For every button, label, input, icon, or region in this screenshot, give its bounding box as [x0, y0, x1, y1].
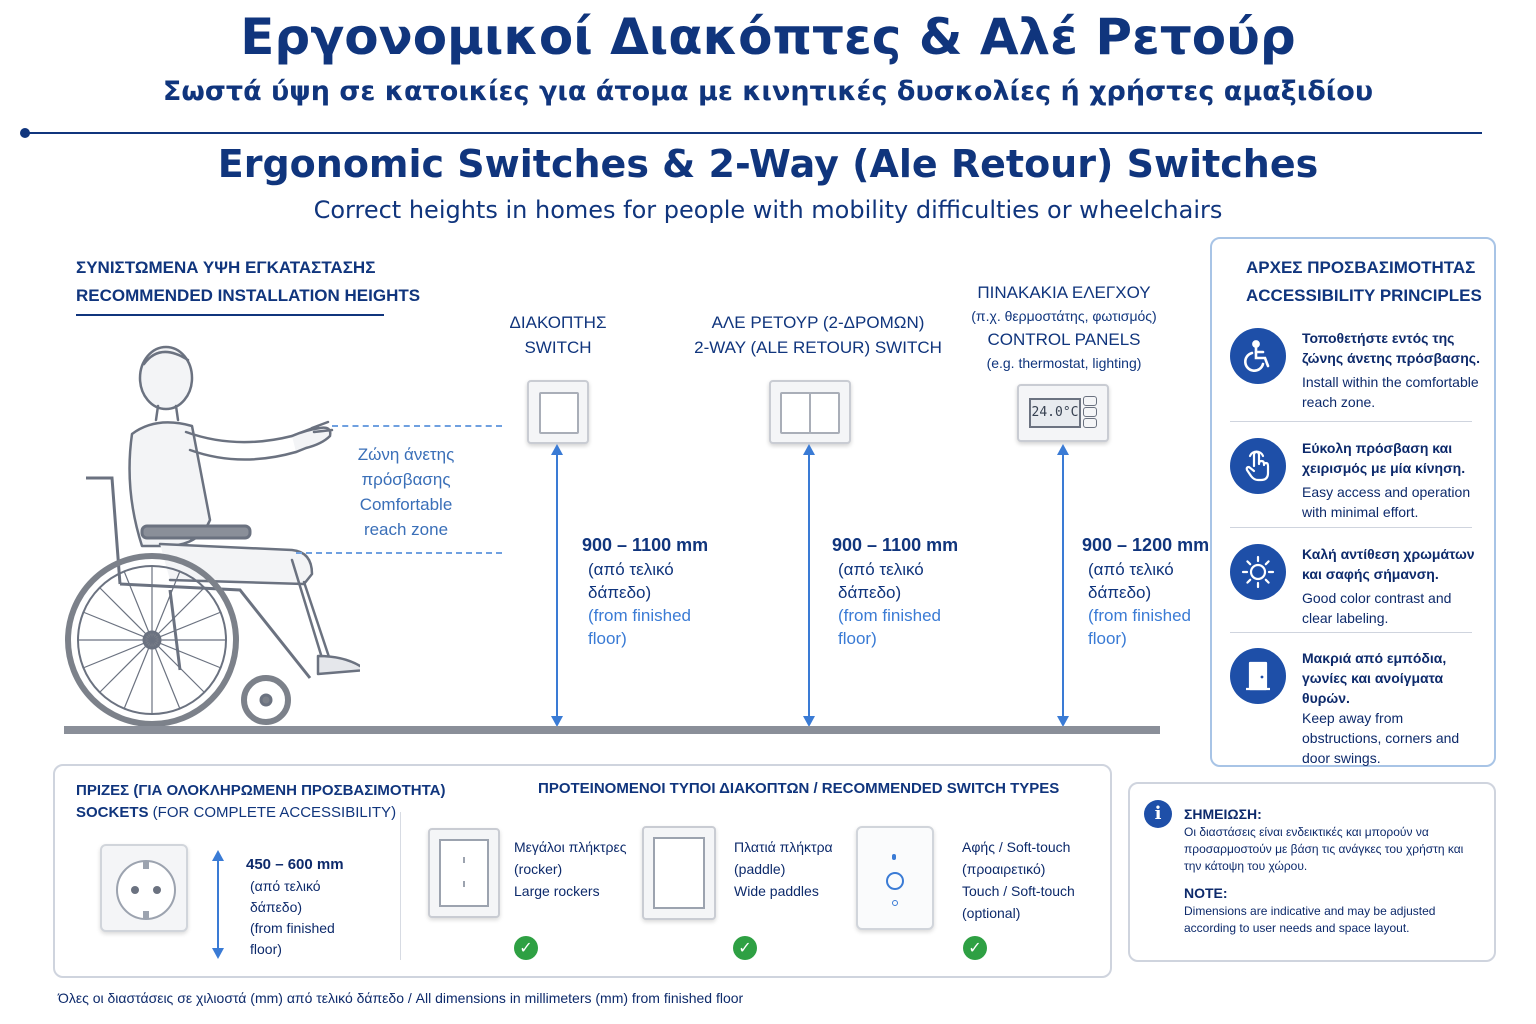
touch-indicator-bottom [892, 900, 898, 906]
wide-paddle-plate [653, 837, 705, 909]
wheelchair-icon [1230, 328, 1286, 384]
sockets-heading: ΠΡΙΖΕΣ (ΓΙΑ ΟΛΟΚΛΗΡΩΜΕΝΗ ΠΡΟΣΒΑΣΙΜΟΤΗΤΑ)… [76, 782, 446, 821]
reach-zone-lower-line [296, 552, 502, 554]
arrow-head-up [212, 850, 224, 861]
touch-switch-label: Αφής / Soft-touch (προαιρετικό) Touch / … [962, 839, 1075, 921]
switch-dimension: 900 – 1100 mm (από τελικό δάπεδο) (from … [582, 535, 709, 648]
bottom-panel-separator [400, 812, 401, 960]
switch-rocker-left [780, 392, 811, 434]
large-rocker-plate [439, 839, 489, 907]
hand-pointer-icon [1230, 438, 1286, 494]
socket-height-arrow [217, 860, 219, 950]
reach-zone-upper-line [332, 425, 502, 427]
principle-separator [1230, 421, 1472, 422]
thermostat-button-down [1083, 418, 1097, 428]
single-switch-device [527, 380, 589, 444]
socket-pin-hole-right [153, 886, 161, 894]
recommended-heading-en: RECOMMENDED INSTALLATION HEIGHTS [76, 286, 421, 305]
switch-rocker [539, 392, 579, 434]
thermostat-device: 24.0°C [1017, 384, 1109, 442]
socket-face [116, 860, 176, 920]
arrow-head-up [803, 444, 815, 455]
info-icon: i [1144, 800, 1172, 828]
switch-types-heading: ΠΡΟΤΕΙΝΟΜΕΝΟΙ ΤΥΠΟΙ ΔΙΑΚΟΠΤΩΝ / RECOMMEN… [538, 780, 1060, 797]
recommended-heading-gr: ΣΥΝΙΣΤΩΜΕΝΑ ΥΨΗ ΕΓΚΑΤΑΣΤΑΣΗΣ [76, 258, 376, 277]
arrow-head-down [1057, 716, 1069, 727]
principle-color-contrast: Καλή αντίθεση χρωμάτων και σαφής σήμανση… [1230, 544, 1478, 630]
footer-note: Όλες οι διαστάσεις σε χιλιοστά (mm) από … [58, 990, 744, 1006]
touch-pad-icon [886, 872, 904, 890]
large-rocker-switch [428, 828, 500, 918]
socket-dimension: 450 – 600 mm (από τελικό δάπεδο) (from f… [246, 856, 344, 957]
socket-pin-hole-left [131, 886, 139, 894]
arrow-head-down [803, 716, 815, 727]
page-subtitle-english: Correct heights in homes for people with… [313, 196, 1223, 224]
wide-paddle-label: Πλατιά πλήκτρα (paddle) Wide paddles [734, 839, 833, 899]
door-icon [1230, 648, 1286, 704]
principle-separator [1230, 527, 1472, 528]
control-panel-height-arrow [1062, 454, 1064, 718]
two-way-switch-label: ΑΛΕ ΡΕΤΟΥΡ (2-ΔΡΟΜΩΝ) 2-WAY (ALE RETOUR)… [694, 313, 942, 357]
note-panel [1128, 782, 1496, 962]
wheelchair-user-illustration [65, 345, 360, 727]
arrow-head-up [1057, 444, 1069, 455]
note-text: ΣΗΜΕΙΩΣΗ: Οι διαστάσεις είναι ενδεικτικέ… [1184, 806, 1464, 935]
page-title-english: Ergonomic Switches & 2-Way (Ale Retour) … [217, 142, 1319, 186]
arrow-head-up [551, 444, 563, 455]
check-icon: ✓ [514, 936, 538, 960]
thermostat-button-up [1083, 396, 1097, 406]
two-way-dimension: 900 – 1100 mm (από τελικό δάπεδο) (from … [832, 535, 959, 648]
principle-separator [1230, 632, 1472, 633]
accessibility-principles-heading: ΑΡΧΕΣ ΠΡΟΣΒΑΣΙΜΟΤΗΤΑΣ ACCESSIBILITY PRIN… [1246, 258, 1482, 305]
wide-paddle-switch [642, 826, 716, 920]
two-way-height-arrow [808, 454, 810, 718]
arrow-head-down [212, 948, 224, 959]
touch-switch [856, 826, 934, 930]
principle-reach-zone: Τοποθετήστε εντός της ζώνης άνετης πρόσβ… [1230, 328, 1480, 418]
recommended-heights-heading: ΣΥΝΙΣΤΩΜΕΝΑ ΥΨΗ ΕΓΚΑΤΑΣΤΑΣΗΣ RECOMMENDED… [76, 254, 420, 310]
reach-zone-label: Ζώνη άνετης πρόσβασης Comfortable reach … [357, 445, 455, 539]
control-panels-label: ΠΙΝΑΚΑΚΙΑ ΕΛΕΓΧΟΥ (π.χ. θερμοστάτης, φωτ… [971, 283, 1157, 371]
page-subtitle-greek: Σωστά ύψη σε κατοικίες για άτομα με κινη… [162, 76, 1374, 107]
heading-underline [76, 314, 384, 316]
sockets-and-types-panel [53, 764, 1112, 978]
large-rocker-label: Μεγάλοι πλήκτρες (rocker) Large rockers [514, 839, 627, 899]
switch-label: ΔΙΑΚΟΠΤΗΣ SWITCH [509, 313, 607, 357]
sun-icon [1230, 544, 1286, 600]
thermostat-display: 24.0°C [1029, 398, 1081, 428]
rocker-mark-bottom [463, 881, 465, 887]
principle-keep-away: Μακριά από εμπόδια, γωνίες και ανοίγματα… [1230, 648, 1478, 766]
switch-height-arrow [556, 454, 558, 718]
socket-ground-bottom [143, 911, 149, 919]
two-way-switch-device [769, 380, 851, 444]
socket-ground-top [143, 861, 149, 869]
touch-indicator-top [892, 854, 896, 860]
principle-easy-access: Εύκολη πρόσβαση και χειρισμός με μία κίν… [1230, 438, 1478, 524]
thermostat-button-mode [1083, 407, 1097, 417]
check-icon: ✓ [963, 936, 987, 960]
control-panel-dimension: 900 – 1200 mm (από τελικό δάπεδο) (from … [1082, 535, 1210, 648]
page-title-greek: Εργονομικοί Διακόπτες & Αλέ Ρετούρ [240, 8, 1296, 66]
socket-device [100, 844, 188, 932]
arrow-head-down [551, 716, 563, 727]
rocker-mark-top [463, 857, 465, 863]
switch-rocker-right [809, 392, 840, 434]
finished-floor-line [64, 726, 1160, 734]
check-icon: ✓ [733, 936, 757, 960]
header-divider [24, 132, 1482, 134]
